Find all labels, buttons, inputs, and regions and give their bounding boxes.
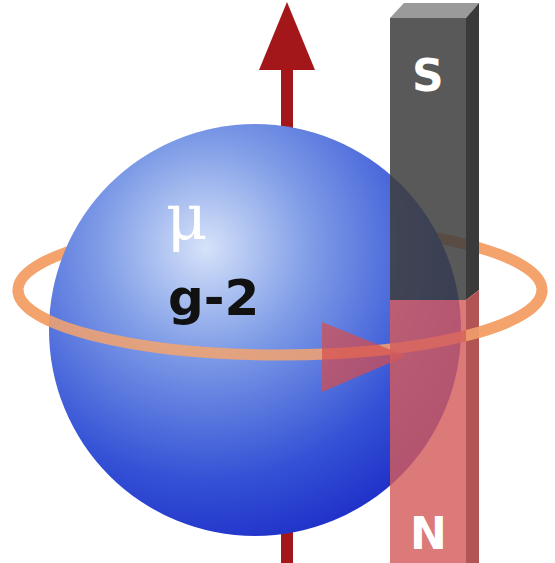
orbit-ring-front — [18, 290, 542, 355]
south-pole-label: S — [412, 54, 444, 98]
magnet-top-face — [390, 3, 479, 18]
spin-arrow-head — [259, 2, 315, 70]
g-minus-2-label: g-2 — [168, 273, 259, 323]
muon-sphere: μ g-2 — [48, 123, 462, 537]
muon-symbol: μ — [166, 185, 208, 249]
north-pole-label: N — [410, 512, 447, 556]
orbit-ring-back — [18, 225, 542, 355]
sphere-body — [49, 124, 461, 536]
magnet-side-face-n — [466, 290, 479, 563]
orbit-arrow-head — [322, 322, 406, 392]
magnet-side-face-s — [466, 3, 479, 300]
magnet-north-pole: N — [390, 300, 466, 563]
magnet-south-pole: S — [390, 18, 466, 300]
sphere-shape — [48, 123, 462, 537]
spin-arrow-shaft — [281, 66, 293, 563]
